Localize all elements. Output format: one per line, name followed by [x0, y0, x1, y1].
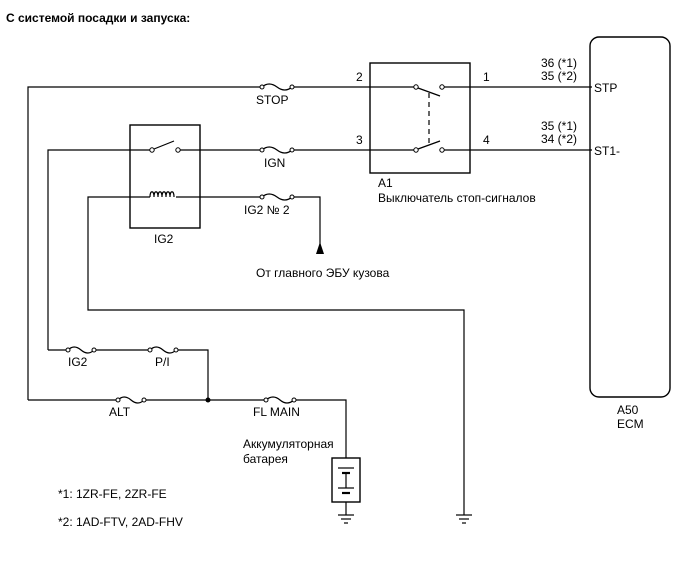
- wire-ig2-left: [47, 149, 130, 350]
- fuse-ig2no2-icon: [261, 193, 293, 201]
- fuse-stop-label: STOP: [256, 93, 288, 107]
- body-ecu-arrow-icon: [316, 242, 324, 254]
- relay-ig2: IG2: [129, 124, 201, 246]
- diagram-title: С системой посадки и запуска:: [6, 11, 190, 25]
- note-1: *1: 1ZR-FE, 2ZR-FE: [58, 487, 167, 501]
- switch-upper-contact-icon: [417, 87, 441, 97]
- wire-ig2no2-to-body-ecu: [292, 196, 321, 254]
- battery-label-line1: Аккумуляторная: [243, 437, 334, 451]
- ground-battery-icon: [338, 514, 354, 524]
- ecm-stp-label: STP: [594, 81, 617, 95]
- switch-pin-4: 4: [483, 133, 490, 147]
- relay-ig2-box: [129, 124, 201, 229]
- switch-lower-contact-icon: [417, 140, 441, 150]
- ecm-stp-pin-a: 36 (*1): [541, 56, 577, 70]
- fuse-ig2: IG2: [65, 346, 97, 369]
- wires: [27, 86, 592, 515]
- wire-coil-ground: [87, 305, 465, 515]
- fuse-ig2no2-label: IG2 № 2: [244, 203, 290, 217]
- wire-coil-ground-left: [87, 196, 150, 305]
- switch-pin-1: 1: [483, 70, 490, 84]
- fuse-flmain-label: FL MAIN: [253, 405, 300, 419]
- switch-pin-2: 2: [356, 70, 363, 84]
- wire-flmain-to-battery: [294, 399, 347, 458]
- wire-pi-down: [176, 349, 209, 400]
- ecm-box: [589, 36, 671, 398]
- junction-dot: [205, 397, 211, 403]
- relay-contact-icon: [153, 140, 175, 150]
- ecm-stp-pin-b: 35 (*2): [541, 69, 577, 83]
- ecm-name: ECM: [617, 417, 644, 431]
- switch-pin-3: 3: [356, 133, 363, 147]
- fuse-ign-label: IGN: [264, 156, 285, 170]
- battery: Аккумуляторная батарея: [243, 437, 361, 503]
- note-2: *2: 1AD-FTV, 2AD-FHV: [58, 515, 183, 529]
- ecm-unit: 36 (*1) 35 (*2) STP 35 (*1) 34 (*2) ST1-…: [541, 36, 671, 431]
- fuse-pi: P/I: [147, 346, 179, 369]
- wire-stop-feed: [27, 86, 262, 400]
- fuse-ig2-icon: [67, 346, 95, 354]
- switch-a1-id: A1: [378, 176, 393, 190]
- fuse-ign-icon: [261, 146, 293, 154]
- relay-coil-icon: [149, 191, 175, 198]
- fuse-pi-icon: [149, 346, 177, 354]
- battery-label-line2: батарея: [243, 452, 288, 466]
- fuse-alt: ALT: [109, 396, 147, 419]
- relay-ig2-label: IG2: [154, 232, 174, 246]
- fuse-flmain: FL MAIN: [253, 396, 300, 419]
- stop-light-switch: 2 1 3 4 A1 Выключатель стоп-сигналов: [356, 62, 536, 205]
- fuse-ig2-label: IG2: [68, 355, 88, 369]
- ecm-id: A50: [617, 403, 639, 417]
- switch-a1-box: [369, 62, 471, 174]
- ecm-st1-pin-a: 35 (*1): [541, 119, 577, 133]
- fuse-ig2no2: IG2 № 2: [244, 193, 295, 217]
- fuse-stop: STOP: [256, 83, 295, 107]
- fuse-stop-icon: [261, 83, 293, 91]
- fuse-ign: IGN: [259, 146, 295, 170]
- fuse-alt-icon: [117, 396, 145, 404]
- fuse-alt-label: ALT: [109, 405, 131, 419]
- battery-box: [331, 457, 361, 503]
- switch-a1-name: Выключатель стоп-сигналов: [378, 191, 536, 205]
- ground-coil-icon: [456, 514, 472, 524]
- body-ecu-label: От главного ЭБУ кузова: [256, 266, 390, 280]
- ecm-st1-label: ST1-: [594, 144, 620, 158]
- ecm-st1-pin-b: 34 (*2): [541, 132, 577, 146]
- fuse-flmain-icon: [265, 396, 295, 404]
- fuse-pi-label: P/I: [155, 355, 170, 369]
